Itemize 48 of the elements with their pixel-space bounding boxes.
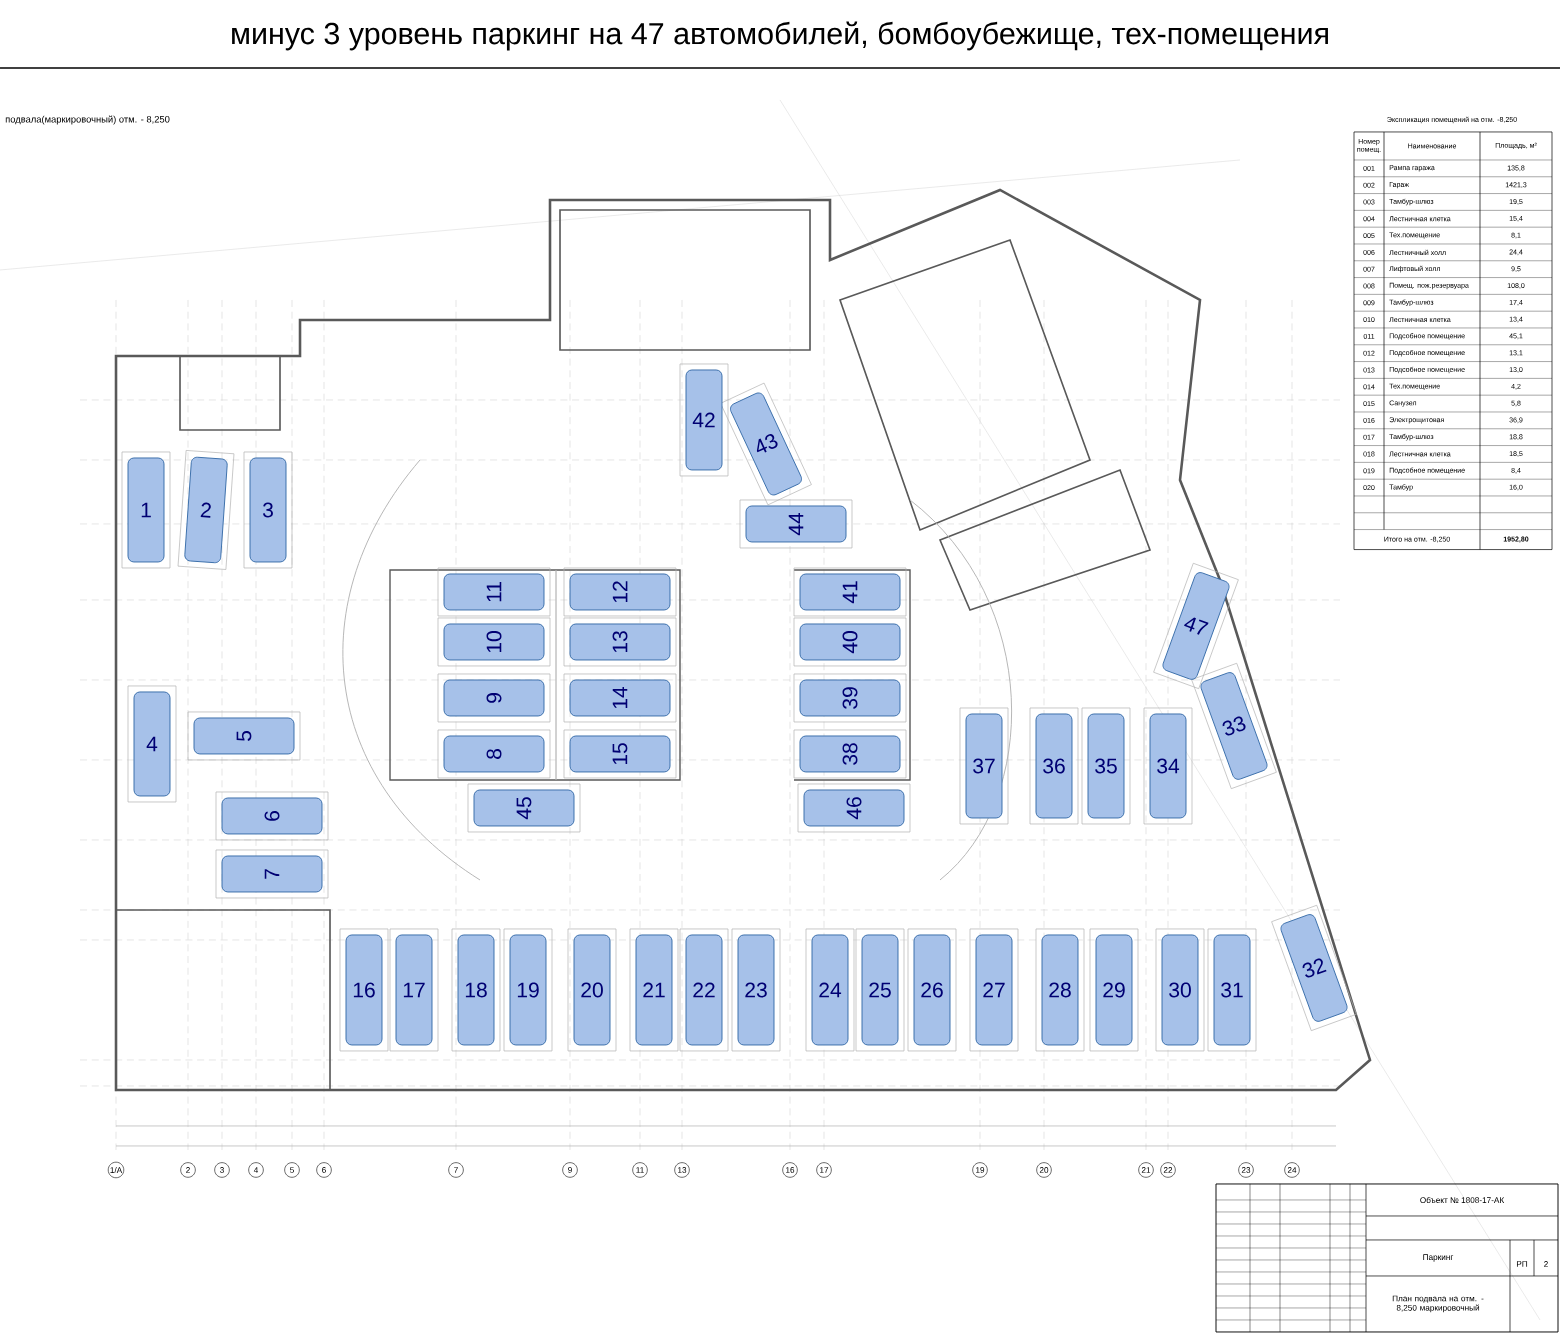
car: 36 [1035,713,1073,819]
car: 7 [221,855,323,893]
car: 22 [685,934,723,1046]
car: 21 [635,934,673,1046]
car: 11 [443,573,545,611]
car: 1 [127,457,165,563]
car: 2 [184,456,228,564]
car: 27 [975,934,1013,1046]
car: 18 [457,934,495,1046]
title: минус 3 уровень паркинг на 47 автомобилей, бомбоубежище, тех-помещения [232,21,1328,51]
car: 38 [799,735,901,773]
car: 46 [803,789,905,827]
car: 42 [685,369,723,471]
car: 3 [249,457,287,563]
car: 35 [1087,713,1125,819]
car: 28 [1041,934,1079,1046]
car: 4 [133,691,171,797]
car: 29 [1095,934,1133,1046]
car: 8 [443,735,545,773]
car: 34 [1149,713,1187,819]
car: 30 [1161,934,1199,1046]
car: 45 [473,789,575,827]
car: 41 [799,573,901,611]
car: 40 [799,623,901,661]
car: 24 [811,934,849,1046]
car: 33 [1200,672,1268,780]
car: 5 [193,717,295,755]
car: 10 [443,623,545,661]
car: 25 [861,934,899,1046]
car: 26 [913,934,951,1046]
car: 15 [569,735,671,773]
car: 20 [573,934,611,1046]
car: 43 [730,392,802,496]
car: 44 [745,505,847,543]
car: 47 [1162,572,1230,680]
car: 17 [395,934,433,1046]
car: 31 [1213,934,1251,1046]
car: 13 [569,623,671,661]
car: 39 [799,679,901,717]
car: 9 [443,679,545,717]
car: 37 [965,713,1003,819]
car: 12 [569,573,671,611]
car: 16 [345,934,383,1046]
car: 6 [221,797,323,835]
car: 19 [509,934,547,1046]
car: 14 [569,679,671,717]
car: 32 [1280,914,1348,1022]
car: 23 [737,934,775,1046]
